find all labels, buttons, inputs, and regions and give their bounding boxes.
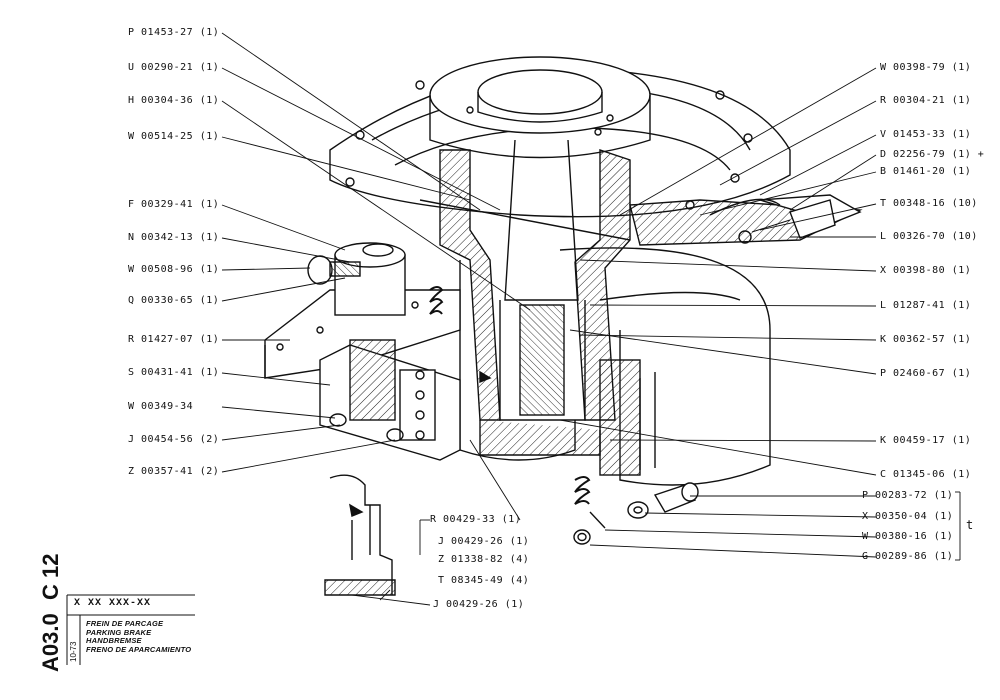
part-label: R 00429-33 (1) <box>430 514 522 525</box>
part-label: D 02256-79 (1) + <box>880 149 985 160</box>
part-label: P 01453-27 (1) <box>128 27 220 38</box>
part-label: C 01345-06 (1) <box>880 469 972 480</box>
part-label: X 00398-80 (1) <box>880 265 972 276</box>
part-label: W 00508-96 (1) <box>128 264 220 275</box>
part-code-box: X XX XXX-XX <box>74 598 152 609</box>
part-label: K 00362-57 (1) <box>880 334 972 345</box>
part-label: W 00349-34 <box>128 401 194 412</box>
part-label: T 00348-16 (10) <box>880 198 978 209</box>
part-label: W 00514-25 (1) <box>128 131 220 142</box>
part-label: V 01453-33 (1) <box>880 129 972 140</box>
catalog-code-bottom: A03.0 <box>38 613 63 672</box>
leader-lines <box>221 32 961 606</box>
part-label: P 00283-72 (1) <box>862 490 954 501</box>
housing-drum <box>264 56 863 596</box>
part-label: H 00304-36 (1) <box>128 95 220 106</box>
part-label: P 02460-67 (1) <box>880 368 972 379</box>
part-label: B 01461-20 (1) <box>880 166 972 177</box>
part-label: Z 00357-41 (2) <box>128 466 220 477</box>
part-label: W 00398-79 (1) <box>880 62 972 73</box>
revision-date: 10-73 <box>69 641 78 662</box>
part-label: R 01427-07 (1) <box>128 334 220 345</box>
part-label: Q 00330-65 (1) <box>128 295 220 306</box>
part-label: W 00380-16 (1) <box>862 531 954 542</box>
part-label: Z 01338-82 (4) <box>438 554 530 565</box>
drawing-titles: FREIN DE PARCAGE PARKING BRAKE HANDBREMS… <box>86 619 192 654</box>
part-label: T 08345-49 (4) <box>438 575 530 586</box>
bracket-mark: t <box>966 518 974 532</box>
title-fr: FREIN DE PARCAGE <box>86 619 164 628</box>
part-label: J 00429-26 (1) <box>438 536 530 547</box>
part-label: L 01287-41 (1) <box>880 300 972 311</box>
part-label: R 00304-21 (1) <box>880 95 972 106</box>
part-label: X 00350-04 (1) <box>862 511 954 522</box>
part-label: G 00289-86 (1) <box>862 551 954 562</box>
part-label: U 00290-21 (1) <box>128 62 220 73</box>
title-es: FRENO DE APARCAMIENTO <box>86 644 192 654</box>
part-label: J 00454-56 (2) <box>128 434 220 445</box>
part-label: K 00459-17 (1) <box>880 435 972 446</box>
title-de: HANDBREMSE <box>86 636 142 645</box>
part-label: L 00326-70 (10) <box>880 231 978 242</box>
part-label: N 00342-13 (1) <box>128 232 220 243</box>
part-label: J 00429-26 (1) <box>433 599 525 610</box>
title-panel-frame <box>66 594 195 665</box>
part-label: F 00329-41 (1) <box>128 199 220 210</box>
title-en: PARKING BRAKE <box>86 627 152 637</box>
part-label: S 00431-41 (1) <box>128 367 220 378</box>
catalog-code-top: C 12 <box>38 553 63 600</box>
